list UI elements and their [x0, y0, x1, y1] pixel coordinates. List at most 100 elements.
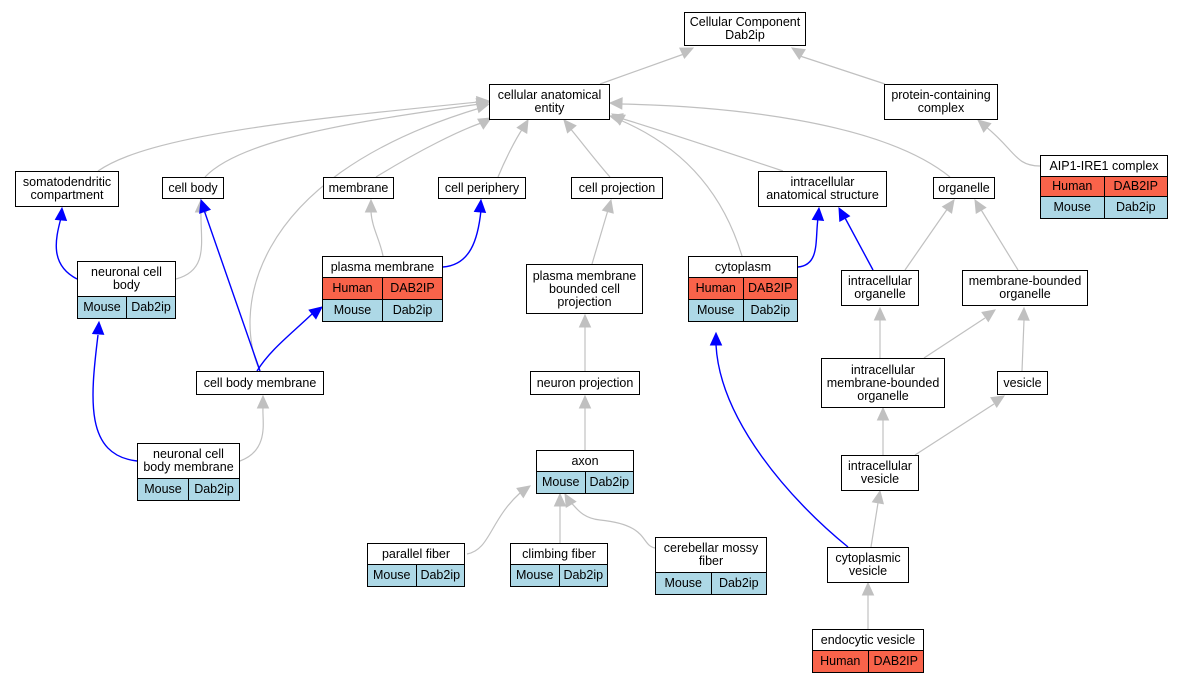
edge-line [375, 121, 485, 178]
node-root[interactable]: Cellular Component Dab2ip [684, 12, 806, 46]
edge-arrowhead [199, 198, 212, 214]
node-mbo[interactable]: membrane-bounded organelle [962, 270, 1088, 306]
edge-periphery-to-cae [497, 118, 529, 178]
edge-imbo-to-mbo [923, 309, 996, 359]
gene-label: Dab2ip [1103, 197, 1168, 218]
edge-line [797, 217, 819, 268]
edge-organelle-to-cae [608, 97, 951, 178]
node-periphery[interactable]: cell periphery [438, 177, 526, 199]
edge-pm-to-periphery [442, 198, 487, 268]
node-np[interactable]: neuron projection [530, 371, 640, 395]
node-label: plasma membrane [330, 259, 435, 274]
node-pmbcp[interactable]: plasma membrane bounded cell projection [526, 264, 643, 314]
edge-cmf-to-axon [564, 492, 656, 549]
node-label: plasma membrane bounded cell projection [532, 268, 637, 309]
node-cae[interactable]: cellular anatomical entity [489, 84, 610, 120]
node-cbm[interactable]: cell body membrane [196, 371, 324, 395]
edge-ncb-to-somato [54, 206, 78, 280]
edge-line [870, 502, 879, 548]
gene-label: Dab2ip [710, 573, 767, 594]
edge-cbm-to-cae [249, 101, 491, 372]
edge-cf-to-axon [553, 492, 567, 543]
edge-arrowhead [54, 206, 68, 221]
edge-line [97, 101, 479, 172]
edge-line [619, 117, 784, 172]
node-projection[interactable]: cell projection [571, 177, 663, 199]
edge-io-to-ias [838, 206, 874, 271]
node-organelle[interactable]: organelle [933, 177, 995, 199]
node-label: cytoplasm [714, 259, 772, 274]
edge-arrowhead [876, 406, 890, 421]
node-label: neuron projection [536, 375, 634, 390]
edge-cv-to-cytoplasm [709, 331, 849, 548]
edge-line [92, 334, 138, 462]
edge-mbo-to-organelle [974, 198, 1019, 271]
node-io[interactable]: intracellular organelle [841, 270, 919, 306]
edge-line [923, 317, 986, 359]
edge-line [979, 207, 1019, 271]
gene-label: Dab2ip [382, 300, 442, 321]
gene-label: DAB2IP [1103, 177, 1168, 196]
gene-label: Dab2ip [415, 565, 465, 586]
node-label: cerebellar mossy fiber [663, 541, 759, 568]
edge-pmbcp-to-projection [591, 198, 614, 265]
edge-line [843, 215, 874, 271]
edge-arrowhead [475, 101, 491, 114]
node-membrane[interactable]: membrane [323, 177, 394, 199]
edge-arrowhead [838, 206, 851, 222]
node-label: parallel fiber [381, 546, 451, 561]
node-pcc[interactable]: protein-containing complex [884, 84, 998, 120]
node-vesicle[interactable]: vesicle [997, 371, 1048, 395]
edge-line [914, 403, 995, 456]
edge-pcc-to-root [790, 47, 886, 85]
node-label: axon [571, 453, 599, 468]
node-label: intracellular vesicle [848, 459, 912, 486]
node-label: neuronal cell body [91, 265, 162, 292]
node-imbo[interactable]: intracellular membrane-bounded organelle [821, 358, 945, 408]
species-label: Mouse [333, 303, 372, 317]
edge-arrowhead [709, 331, 723, 346]
edge-arrowhead [974, 198, 987, 214]
node-somato[interactable]: somatodendritic compartment [15, 171, 119, 207]
node-iv[interactable]: intracellular vesicle [841, 455, 919, 491]
node-label: somatodendritic compartment [22, 175, 112, 202]
species-label: Mouse [541, 475, 580, 489]
node-cv[interactable]: cytoplasmic vesicle [827, 547, 909, 583]
node-cellbody[interactable]: cell body [162, 177, 224, 199]
node-ias[interactable]: intracellular anatomical structure [758, 171, 887, 207]
edge-io-to-organelle [904, 199, 955, 271]
edge-imbo-to-io [873, 306, 887, 358]
edge-arrowhead [811, 206, 825, 221]
edge-line [568, 126, 611, 178]
node-label: AIP1-IRE1 complex [1049, 158, 1159, 173]
edge-line [442, 209, 482, 268]
gene-label: DAB2IP [742, 278, 798, 299]
edge-cbm-to-pm [256, 306, 323, 372]
edge-line [55, 217, 78, 280]
edge-arrowhead [608, 97, 623, 110]
edge-ias-to-cae [608, 113, 784, 172]
edge-line [466, 492, 521, 555]
species-label: Mouse [696, 303, 735, 317]
species-label: Human [332, 281, 373, 295]
